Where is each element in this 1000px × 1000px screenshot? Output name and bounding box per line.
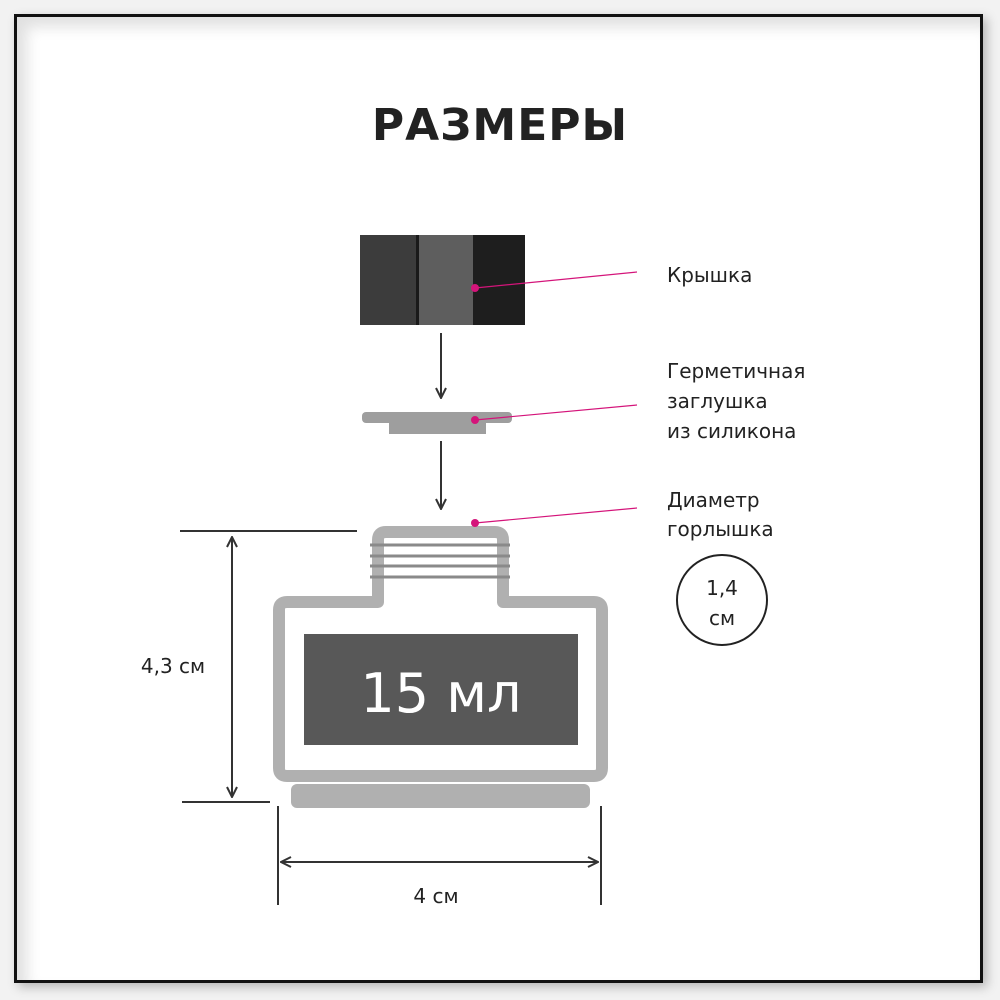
page-title: РАЗМЕРЫ [372,100,628,151]
height-dimension [180,530,357,803]
frame [14,14,983,983]
height-label: 4,3 см [141,654,205,678]
svg-text:из силикона: из силикона [667,419,796,443]
svg-text:см: см [709,606,735,630]
cap [360,235,525,325]
svg-text:Крышка: Крышка [667,263,752,287]
callout-plug: Герметичная заглушка из силикона [471,359,805,443]
volume-label-panel [304,634,578,745]
callout-neck: Диаметр горлышка [471,488,774,541]
width-label: 4 см [413,884,458,908]
bottle: 15 мл [273,526,608,808]
silicone-plug [362,412,512,434]
neck-diameter-badge: 1,4 см [676,554,768,646]
svg-text:заглушка: заглушка [667,389,768,413]
width-dimension [277,806,602,905]
volume-label: 15 мл [360,662,521,725]
svg-text:Диаметр: Диаметр [667,488,760,512]
callout-cap: Крышка [471,263,752,292]
svg-text:1,4: 1,4 [706,576,738,600]
svg-text:горлышка: горлышка [667,517,774,541]
svg-text:Герметичная: Герметичная [667,359,805,383]
